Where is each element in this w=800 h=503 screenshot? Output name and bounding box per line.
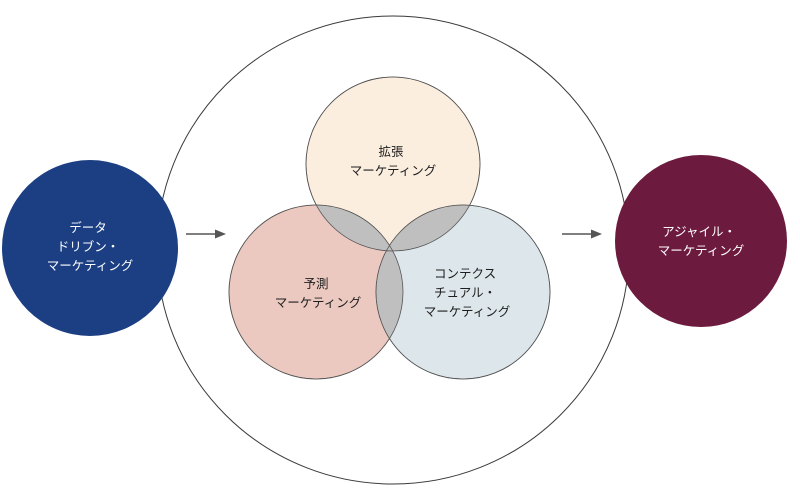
arrow-right-icon [562, 229, 602, 239]
predictive-label: 予測 マーケティング [275, 276, 362, 310]
augmented-line-1: 拡張 [379, 144, 405, 159]
contextual-label: コンテクス チュアル・ マーケティング [424, 266, 511, 319]
agile-circle [615, 155, 787, 327]
contextual-line-1: コンテクス [434, 266, 496, 281]
data-driven-line-2: ドリブン・ [57, 239, 120, 254]
predictive-line-2: マーケティング [275, 295, 362, 310]
augmented-line-2: マーケティング [350, 163, 437, 178]
data-driven-line-1: データ [69, 220, 107, 235]
agile-line-2: マーケティング [658, 243, 745, 258]
predictive-line-1: 予測 [304, 276, 329, 291]
augmented-label: 拡張 マーケティング [350, 144, 437, 178]
data-driven-line-3: マーケティング [47, 258, 134, 273]
data-driven-circle [2, 160, 178, 336]
contextual-line-3: マーケティング [424, 304, 511, 319]
agile-label: アジャイル・ マーケティング [658, 224, 745, 258]
arrow-right-icon [186, 229, 226, 239]
agile-line-1: アジャイル・ [662, 224, 736, 239]
data-driven-label: データ ドリブン・ マーケティング [47, 220, 134, 273]
contextual-line-2: チュアル・ [434, 285, 496, 300]
